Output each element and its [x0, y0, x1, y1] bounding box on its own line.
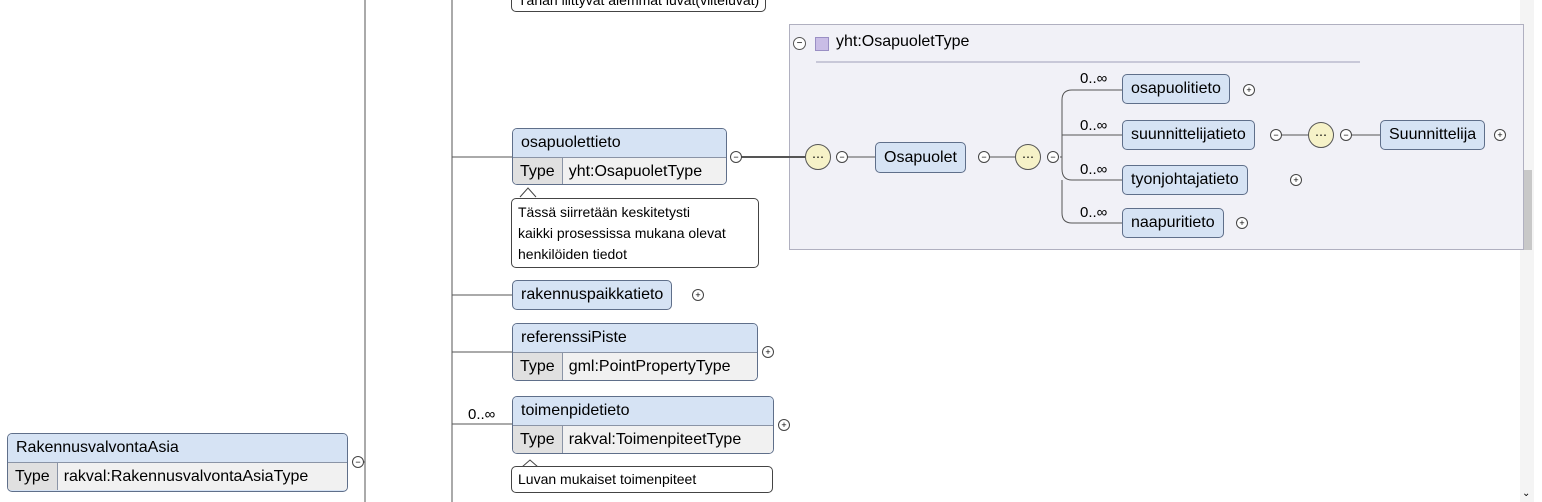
annotation-toimenpidetieto: Luvan mukaiset toimenpiteet — [511, 466, 773, 493]
element-rakennuspaikkatieto[interactable]: rakennuspaikkatieto — [512, 280, 673, 310]
scroll-down-arrow-icon[interactable]: ⌄ — [1522, 488, 1531, 499]
collapse-icon[interactable]: − — [730, 151, 742, 163]
cardinality-tyonjohtajatieto: 0..∞ — [1080, 161, 1108, 178]
cardinality-toimenpidetieto: 0..∞ — [468, 406, 496, 423]
group-title: yht:OsapuoletType — [836, 33, 970, 50]
element-osapuolettieto[interactable]: osapuolettieto Type yht:OsapuoletType — [512, 128, 727, 185]
element-osapuolet[interactable]: Osapuolet — [875, 142, 966, 173]
expand-icon[interactable]: + — [692, 289, 704, 301]
sequence-compositor-icon[interactable]: ⋯ — [805, 144, 831, 170]
type-value: rakval:RakennusvalvontaAsiaType — [63, 468, 309, 485]
collapse-icon[interactable]: − — [836, 151, 848, 163]
collapse-icon[interactable]: − — [352, 456, 364, 468]
element-toimenpidetieto[interactable]: toimenpidetieto Type rakval:Toimenpiteet… — [512, 396, 774, 454]
collapse-icon[interactable]: − — [1047, 151, 1059, 163]
element-naapuritieto[interactable]: naapuritieto — [1122, 208, 1224, 238]
vertical-scrollbar-thumb[interactable] — [1522, 170, 1532, 250]
collapse-icon[interactable]: − — [1340, 129, 1352, 141]
element-suunnittelija[interactable]: Suunnittelija — [1380, 120, 1486, 150]
complex-type-icon — [815, 37, 829, 51]
sequence-compositor-icon[interactable]: ⋯ — [1308, 122, 1334, 148]
element-referenssi-piste[interactable]: referenssiPiste Type gml:PointPropertyTy… — [512, 323, 758, 381]
annotation-osapuolettieto: Tässä siirretään keskitetysti kaikki pro… — [511, 198, 759, 268]
sequence-compositor-icon[interactable]: ⋯ — [1015, 144, 1041, 170]
element-tyonjohtajatieto[interactable]: tyonjohtajatieto — [1122, 165, 1248, 195]
root-element-rakennusvalvonta-asia[interactable]: RakennusvalvontaAsia Type rakval:Rakennu… — [7, 433, 348, 492]
collapse-icon[interactable]: − — [1270, 129, 1282, 141]
top-annotation: Tähän liittyvät alemmat luvat(viiteluvat… — [511, 0, 767, 12]
expand-icon[interactable]: + — [1494, 129, 1506, 141]
expand-icon[interactable]: + — [778, 419, 790, 431]
expand-icon[interactable]: + — [1290, 174, 1302, 186]
cardinality-suunnittelijatieto: 0..∞ — [1080, 117, 1108, 134]
element-name: RakennusvalvontaAsia — [8, 434, 347, 462]
collapse-icon[interactable]: − — [978, 151, 990, 163]
element-suunnittelijatieto[interactable]: suunnittelijatieto — [1122, 120, 1255, 150]
cardinality-osapuolitieto: 0..∞ — [1080, 70, 1108, 87]
element-osapuolitieto[interactable]: osapuolitieto — [1122, 74, 1230, 104]
cardinality-naapuritieto: 0..∞ — [1080, 204, 1108, 221]
expand-icon[interactable]: + — [1236, 217, 1248, 229]
expand-icon[interactable]: + — [762, 346, 774, 358]
collapse-icon[interactable]: − — [793, 37, 806, 50]
expand-icon[interactable]: + — [1243, 84, 1255, 96]
type-row: Type rakval:RakennusvalvontaAsiaType — [8, 462, 347, 490]
